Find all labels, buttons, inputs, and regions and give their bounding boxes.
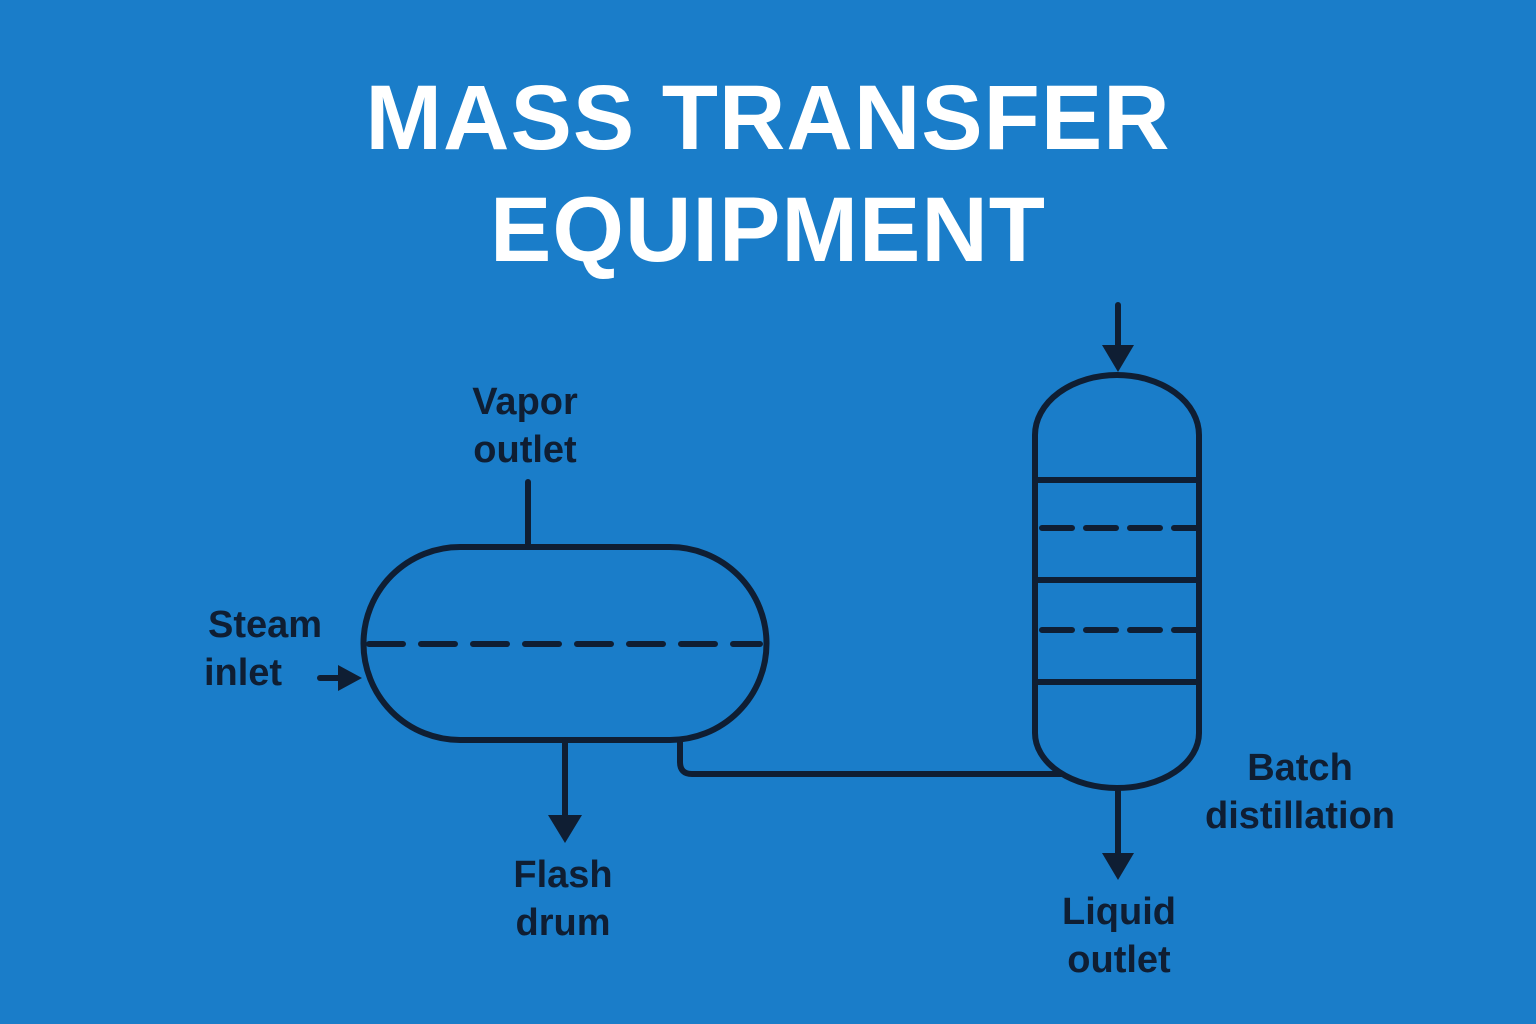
title-line-2: EQUIPMENT [490,179,1046,281]
connecting-pipe [677,737,1065,777]
label-flash-drum: Flash drum [488,851,638,947]
label-steam-inlet-line-1: Steam [207,604,323,646]
label-steam-inlet: Steam inlet [190,601,340,697]
label-vapor-outlet-line-1: Vapor [472,381,578,423]
steam-inlet-arrowhead [338,665,362,691]
label-vapor-outlet-line-2: outlet [473,429,577,471]
label-batch-distillation-line-1: Batch [1247,747,1353,789]
column-outlet-arrowhead [1102,853,1134,880]
distillation-column [1032,372,1202,791]
label-batch-distillation-line-2: distillation [1205,795,1395,837]
title-line-1: MASS TRANSFER [365,67,1171,169]
label-flash-drum-line-2: drum [515,902,611,944]
label-liquid-outlet: Liquid outlet [1040,888,1198,984]
column-feed-arrowhead [1102,345,1134,372]
flash-drum-outlet-arrowhead [548,815,582,843]
label-steam-inlet-line-2: inlet [203,652,283,694]
flash-drum-vessel [360,544,770,743]
label-liquid-outlet-line-1: Liquid [1062,891,1176,933]
label-flash-drum-line-1: Flash [513,854,613,896]
label-batch-distillation: Batch distillation [1200,744,1400,840]
label-vapor-outlet: Vapor outlet [440,378,610,474]
label-liquid-outlet-line-2: outlet [1067,939,1171,981]
